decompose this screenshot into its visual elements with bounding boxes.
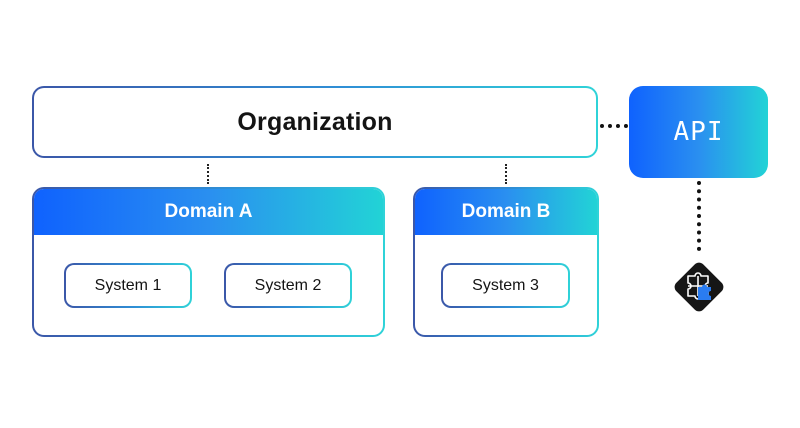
api-label: API [673, 117, 724, 147]
system-3-label: System 3 [472, 276, 539, 294]
system-1-box: System 1 [64, 263, 192, 308]
org-domain-b-connector [505, 164, 508, 184]
puzzle-icon [666, 254, 732, 320]
org-domain-a-connector [207, 164, 210, 184]
api-integration-connector [697, 181, 701, 251]
system-1-label: System 1 [94, 276, 162, 294]
domain-b-header: Domain B [415, 189, 597, 235]
organization-box: Organization [32, 86, 598, 158]
domain-a-label: Domain A [164, 201, 253, 222]
domain-b-label: Domain B [461, 201, 551, 222]
org-api-connector [600, 124, 628, 128]
system-2-box: System 2 [224, 263, 352, 308]
organization-label: Organization [237, 107, 393, 136]
api-box: API [629, 86, 768, 178]
system-3-box: System 3 [441, 263, 570, 308]
domain-b-box: Domain B [413, 187, 599, 337]
domain-a-box: Domain A [32, 187, 385, 337]
domain-a-header: Domain A [34, 189, 383, 235]
system-2-label: System 2 [254, 276, 322, 294]
